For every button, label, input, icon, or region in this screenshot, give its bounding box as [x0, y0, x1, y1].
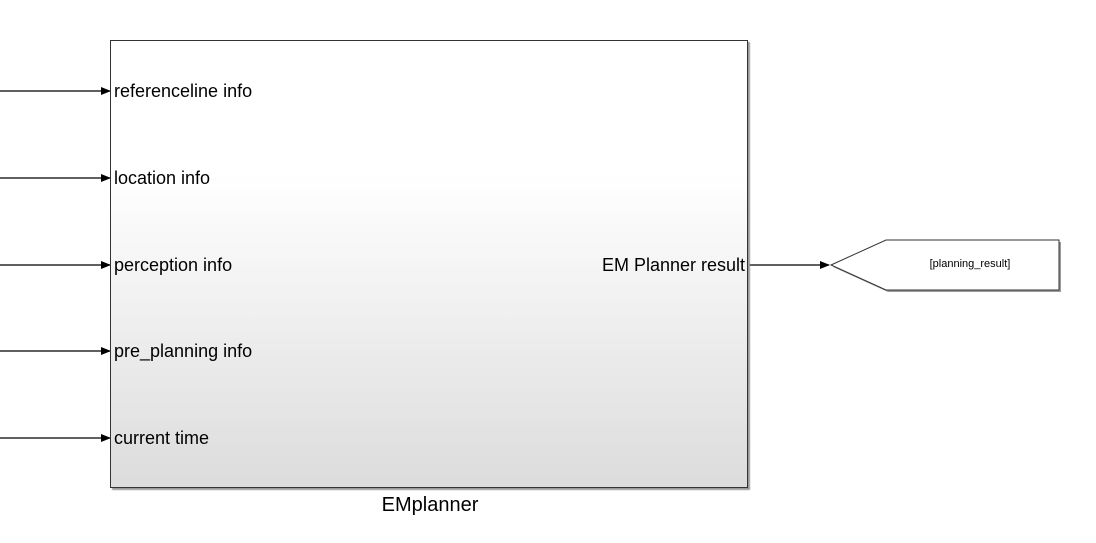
subsystem-name[interactable]: EMplanner — [381, 494, 479, 516]
goto-tag-label: [planning_result] — [929, 258, 1011, 270]
emplanner-subsystem-block[interactable] — [110, 40, 748, 488]
input-port-current-time: current time — [114, 428, 210, 448]
input-port-referenceline-info: referenceline info — [114, 81, 253, 101]
goto-block[interactable] — [829, 239, 1060, 291]
input-port-pre-planning-info: pre_planning info — [114, 341, 253, 361]
output-port-em-planner-result: EM Planner result — [601, 255, 745, 275]
input-port-location-info: location info — [114, 168, 211, 188]
input-port-perception-info: perception info — [114, 255, 233, 275]
